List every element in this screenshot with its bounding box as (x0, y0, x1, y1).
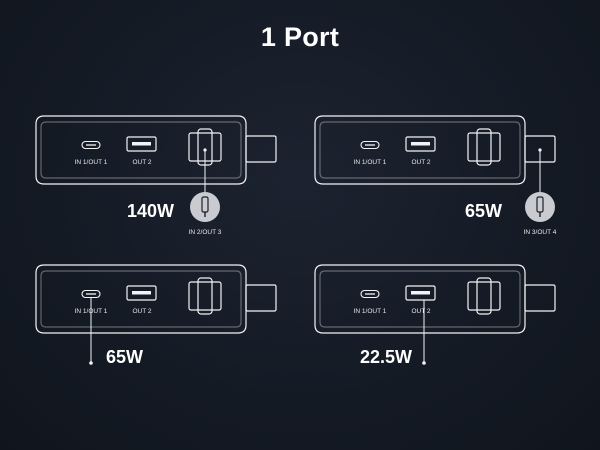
device-body (35, 115, 247, 185)
wattage-label: 22.5W (360, 347, 412, 367)
port-marker (203, 148, 207, 152)
usb-c-port-side (188, 277, 222, 315)
ac-plug (524, 284, 556, 312)
port1-label: IN 1/OUT 1 (75, 159, 108, 166)
port-marker (538, 148, 542, 152)
wattage-label: 65W (465, 201, 502, 221)
device-body (314, 264, 526, 334)
usb-c-plug-icon (190, 192, 220, 222)
device-top-left: IN 1/OUT 1 OUT 2 140W IN 2/OUT 3 (35, 115, 277, 236)
device-body-inner (319, 121, 521, 179)
device-top-right: IN 1/OUT 1 OUT 2 65W IN 3/OUT 4 (314, 115, 557, 236)
usb-c-plug-icon (525, 192, 555, 222)
usb-c-port-1 (360, 289, 380, 299)
port-marker (422, 361, 426, 365)
device-body-inner (40, 270, 242, 328)
usb-c-port-side (467, 128, 501, 166)
device-body (314, 115, 526, 185)
page-title: 1 Port (260, 22, 340, 52)
usb-a-port (126, 136, 157, 152)
port1-label: IN 1/OUT 1 (354, 308, 387, 315)
device-bottom-left: IN 1/OUT 1 OUT 2 65W (35, 264, 277, 367)
usb-c-port-1 (360, 140, 380, 150)
port-marker (89, 361, 93, 365)
port1-label: IN 1/OUT 1 (354, 159, 387, 166)
port2-label: OUT 2 (411, 308, 430, 315)
device-body-inner (40, 121, 242, 179)
active-port-label: IN 2/OUT 3 (189, 229, 222, 236)
usb-c-port-side (467, 277, 501, 315)
usb-a-port (126, 285, 157, 301)
wattage-label: 140W (127, 201, 174, 221)
port2-label: OUT 2 (132, 159, 151, 166)
device-body-inner (319, 270, 521, 328)
device-bottom-right: IN 1/OUT 1 OUT 2 22.5W (314, 264, 556, 367)
usb-a-port (405, 136, 436, 152)
usb-c-port-1 (81, 289, 101, 299)
active-port-label: IN 3/OUT 4 (524, 229, 557, 236)
ac-plug (245, 135, 277, 163)
device-body (35, 264, 247, 334)
usb-c-port-1 (81, 140, 101, 150)
ac-plug (245, 284, 277, 312)
wattage-label: 65W (106, 347, 143, 367)
usb-a-port (405, 285, 436, 301)
port2-label: OUT 2 (132, 308, 151, 315)
port2-label: OUT 2 (411, 159, 430, 166)
